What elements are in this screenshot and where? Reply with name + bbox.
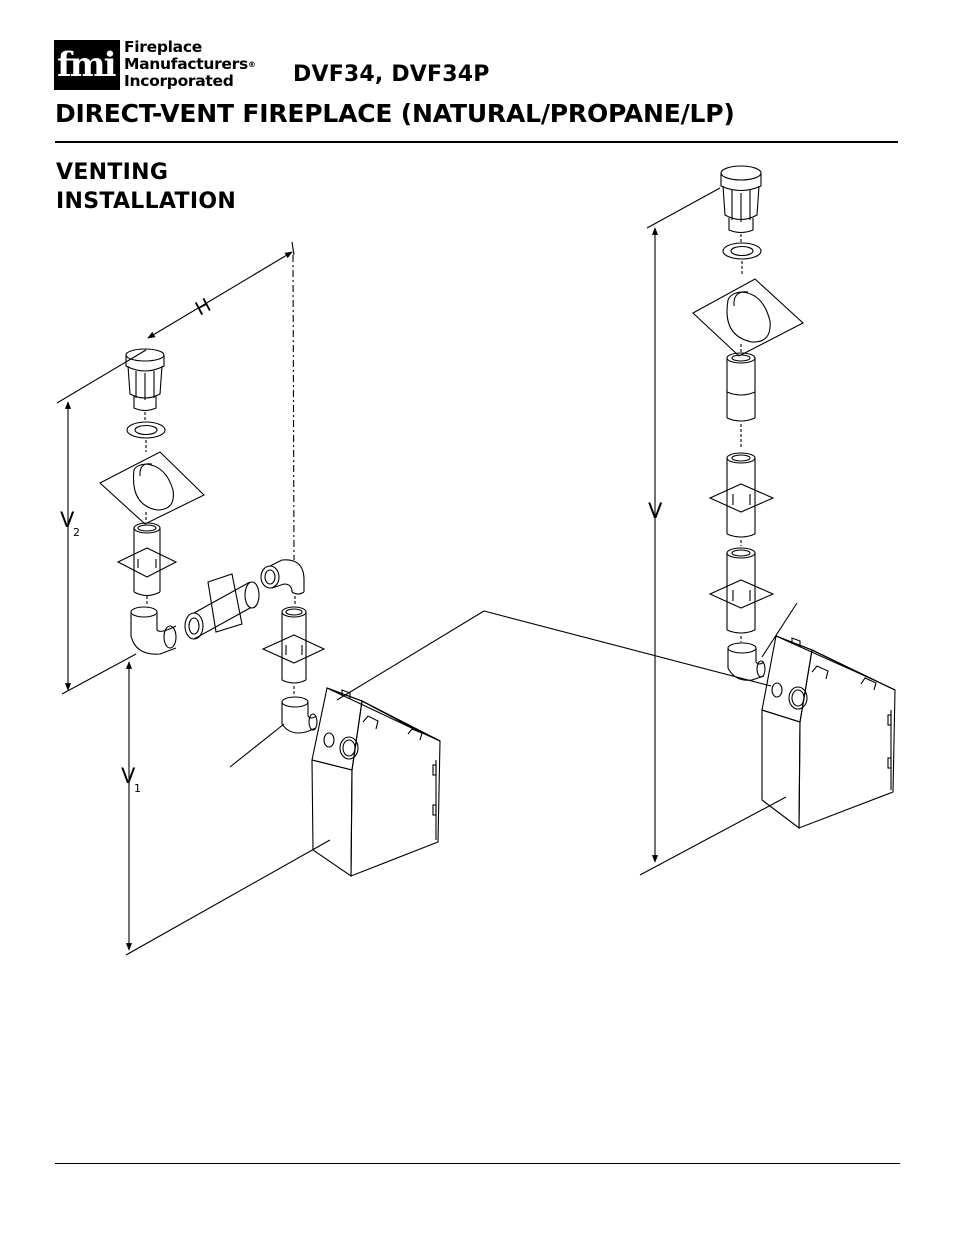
logo-company-name: Fireplace Manufacturers® Incorporated [124, 39, 256, 90]
label-v: V [648, 499, 663, 523]
left-leader-line [229, 723, 285, 768]
right-pipe-section-1 [726, 344, 756, 448]
registered-mark: ® [247, 60, 256, 69]
v-extension-top [646, 187, 721, 229]
h-extension-top [291, 241, 295, 256]
left-fireplace-unit [311, 687, 441, 878]
right-lower-elbow [727, 642, 766, 681]
label-v2-sub: 2 [73, 526, 80, 539]
v1-extension-bottom [125, 839, 331, 956]
left-storm-collar [126, 421, 166, 452]
right-pipe-section-2 [708, 452, 775, 546]
right-pipe-section-3 [708, 547, 775, 642]
logo-line-3: Incorporated [124, 72, 234, 90]
fmi-logo-letters: fmi [57, 45, 117, 85]
label-v2-letter: V [60, 508, 75, 532]
right-leader-line [761, 602, 798, 658]
left-vertical-pipe [116, 512, 178, 604]
lower-elbow [281, 696, 318, 734]
label-v1-letter: V [121, 764, 136, 788]
label-h: H [192, 294, 215, 320]
section-title-line-2: INSTALLATION [56, 189, 237, 214]
product-title: DIRECT-VENT FIREPLACE (NATURAL/PROPANE/L… [55, 99, 735, 128]
left-elbow-upper [130, 606, 177, 655]
h-dimension-line [147, 251, 293, 339]
header-rule [55, 141, 898, 143]
right-vent-cap [720, 165, 762, 242]
left-roof-flashing [99, 451, 205, 525]
left-vent-cap [125, 348, 165, 420]
label-v1-sub: 1 [134, 782, 141, 795]
right-elbow-upper [260, 559, 305, 604]
logo-line-2: Manufacturers [124, 55, 248, 73]
right-fireplace-unit [761, 635, 896, 830]
footer-rule [55, 1163, 900, 1164]
right-roof-flashing [692, 278, 804, 357]
fmi-logo: fmi Fireplace Manufacturers® Incorporate… [54, 39, 274, 92]
middle-vertical-pipe [261, 606, 326, 694]
center-leader-line-2 [483, 610, 772, 687]
center-leader-line [336, 610, 485, 701]
model-numbers: DVF34, DVF34P [293, 62, 490, 87]
h-extension-line [292, 254, 295, 561]
section-title: VENTING INSTALLATION [56, 158, 236, 216]
fmi-logo-mark: fmi [54, 40, 120, 90]
v2-extension-bottom [61, 653, 137, 695]
logo-line-2-wrap: Manufacturers® [124, 56, 256, 73]
section-title-line-1: VENTING [56, 160, 169, 185]
logo-line-1: Fireplace [124, 38, 202, 56]
horizontal-pipe-assembly [184, 573, 260, 640]
v-extension-bottom [639, 796, 787, 876]
right-storm-collar [722, 242, 762, 274]
